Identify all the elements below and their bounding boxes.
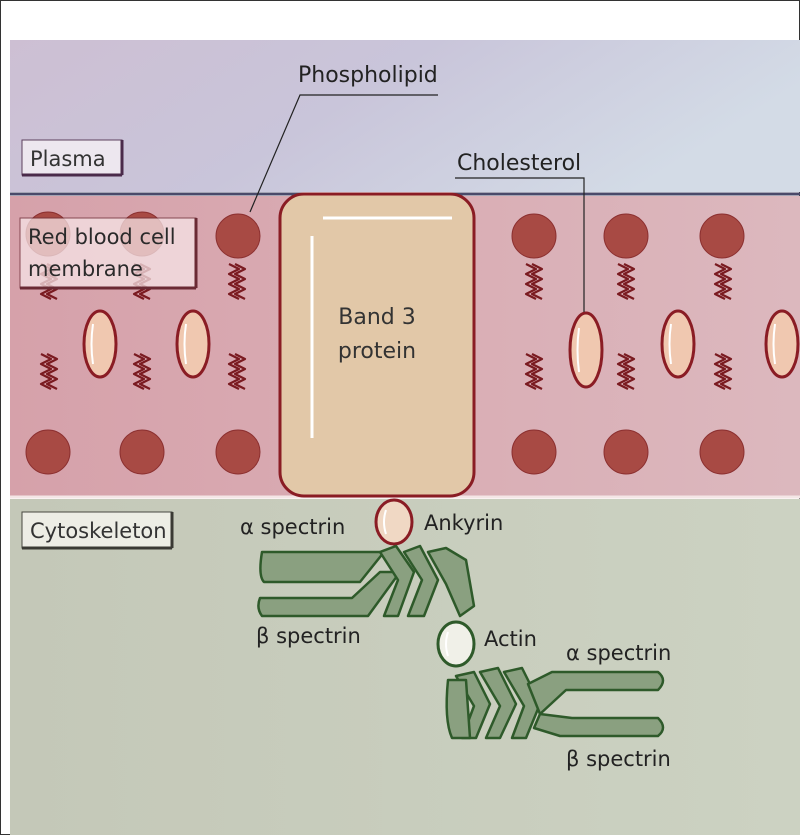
spectrin-coil — [426, 546, 476, 618]
phospholipid-head — [215, 213, 261, 259]
spectrin-coil — [402, 544, 440, 618]
phospholipid-head — [603, 429, 649, 475]
beta-spectrin-top-label: β spectrin — [256, 624, 361, 648]
band3-label-line2: protein — [338, 339, 416, 364]
band3-label-line1: Band 3 — [338, 305, 415, 330]
alpha-spectrin-strand — [259, 550, 386, 584]
cholesterol-molecule — [568, 311, 604, 389]
spectrin-complex-lower — [445, 666, 665, 740]
membrane-label-line1: Red blood cell — [28, 225, 176, 249]
alpha-spectrin-strand — [526, 670, 665, 716]
phospholipid-head — [215, 429, 261, 475]
spectrin-coil — [378, 544, 416, 618]
actin — [436, 620, 476, 668]
cholesterol-label: Cholesterol — [457, 151, 581, 176]
cytoskeleton-label: Cytoskeleton — [30, 519, 167, 543]
cholesterol-molecule — [660, 309, 696, 379]
spectrin-coil — [478, 666, 518, 740]
cholesterol-molecule — [175, 309, 211, 379]
band3-protein: Band 3 protein — [278, 192, 476, 498]
beta-spectrin-right-label: β spectrin — [566, 747, 671, 771]
phospholipid-head — [699, 429, 745, 475]
alpha-spectrin-right-label: α spectrin — [566, 641, 671, 665]
plasma-label-box: Plasma — [21, 139, 124, 177]
phospholipid-head — [25, 429, 71, 475]
cholesterol-molecule — [764, 309, 800, 379]
beta-spectrin-strand — [257, 570, 402, 618]
ankyrin-label: Ankyrin — [424, 511, 503, 535]
cytoskeleton-label-box: Cytoskeleton — [21, 511, 174, 550]
phospholipid-head — [119, 429, 165, 475]
phospholipid-label: Phospholipid — [298, 63, 438, 88]
spectrin-coil — [502, 666, 542, 740]
phospholipid-head — [511, 213, 557, 259]
phospholipid-callout-line — [249, 94, 438, 213]
spectrin-complex-upper — [257, 544, 476, 618]
alpha-spectrin-top-label: α spectrin — [240, 515, 345, 539]
cholesterol-molecule — [82, 309, 118, 379]
cholesterol-highlights — [90, 323, 776, 373]
membrane-label-line2: membrane — [28, 257, 143, 281]
phospholipid-head — [511, 429, 557, 475]
spectrin-end — [445, 678, 472, 740]
plasma-region — [10, 40, 800, 192]
cholesterol-callout-line — [455, 177, 585, 312]
beta-spectrin-strand — [532, 712, 665, 738]
ankyrin — [374, 498, 414, 546]
phospholipid-head — [699, 213, 745, 259]
membrane-label-box: Red blood cell membrane — [19, 217, 198, 290]
phospholipid-head — [603, 213, 649, 259]
plasma-label: Plasma — [30, 147, 106, 171]
actin-label: Actin — [484, 627, 537, 651]
